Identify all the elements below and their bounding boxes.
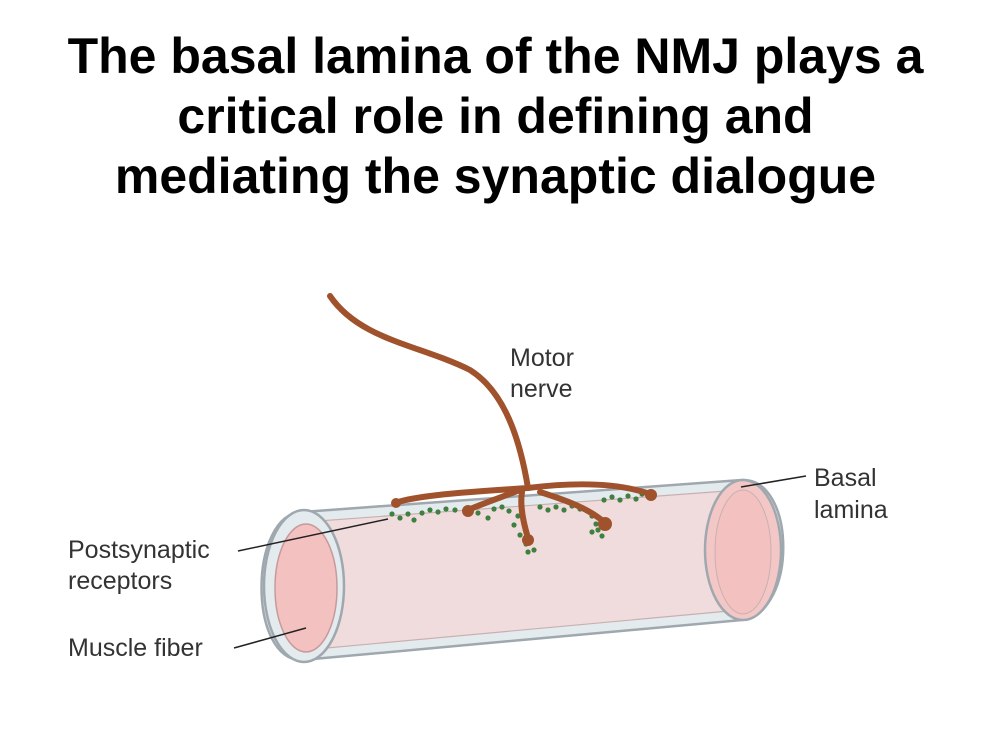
muscle-fiber-right-end bbox=[714, 489, 772, 615]
label-motor-nerve-2: nerve bbox=[510, 375, 573, 403]
basal-lamina-leader bbox=[740, 475, 807, 488]
label-postsynaptic-receptors-1: Postsynaptic bbox=[68, 536, 210, 564]
muscle-fiber-leader bbox=[233, 627, 307, 649]
label-postsynaptic-receptors-2: receptors bbox=[68, 567, 172, 595]
title-line-3: mediating the synaptic dialogue bbox=[114, 148, 877, 204]
postsynaptic-receptors-leader bbox=[237, 518, 389, 552]
label-muscle-fiber: Muscle fiber bbox=[68, 634, 203, 662]
title-line-2: critical role in defining and bbox=[177, 88, 814, 144]
label-basal-lamina-1: Basal bbox=[814, 464, 877, 492]
title-line-1: The basal lamina of the NMJ plays a bbox=[67, 28, 924, 84]
muscle-fiber-cross-section bbox=[274, 523, 338, 653]
postsynaptic-receptor-dots bbox=[389, 491, 645, 555]
label-motor-nerve-1: Motor bbox=[510, 344, 574, 372]
motor-nerve bbox=[327, 293, 653, 541]
nerve-terminal-boutons bbox=[391, 489, 657, 546]
label-basal-lamina-2: lamina bbox=[814, 496, 888, 524]
page-title: The basal lamina of the NMJ plays a crit… bbox=[0, 26, 991, 206]
